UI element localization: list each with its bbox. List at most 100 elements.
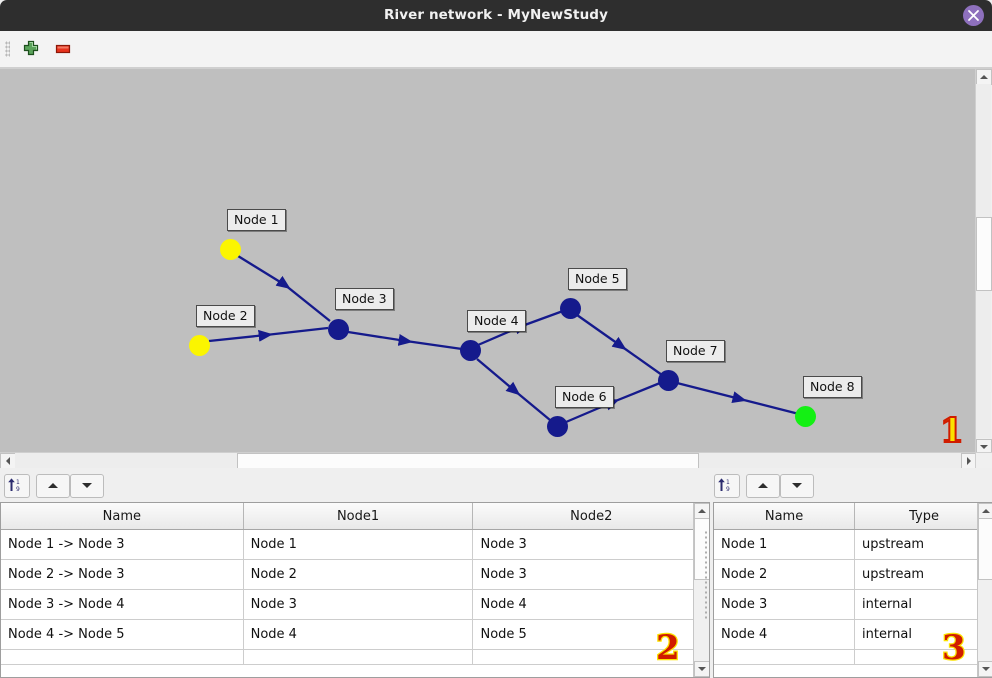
- graph-node-node3[interactable]: [328, 319, 349, 340]
- graph-node-label-node6[interactable]: Node 6: [555, 386, 614, 408]
- reaches-table[interactable]: Name Node1 Node2 Node 1 -> Node 3 Node 1…: [0, 502, 710, 678]
- add-node-button[interactable]: [21, 40, 41, 58]
- table-row[interactable]: Node 1 upstream: [714, 529, 992, 560]
- table-row[interactable]: Node 4 -> Node 5 Node 4 Node 5: [1, 619, 709, 650]
- annotation-marker-2: 2: [655, 628, 681, 668]
- node-type-cell[interactable]: internal: [854, 589, 992, 620]
- window-title: River network - MyNewStudy: [384, 7, 608, 23]
- reaches-col-node1[interactable]: Node1: [243, 503, 474, 530]
- graph-node-node8[interactable]: [795, 406, 816, 427]
- graph-node-node5[interactable]: [560, 298, 581, 319]
- node-type-cell[interactable]: upstream: [854, 559, 992, 590]
- node-name-cell[interactable]: Node 1: [714, 529, 856, 560]
- graph-node-label-node1[interactable]: Node 1: [227, 209, 286, 231]
- edge-node3-node4: [347, 330, 463, 351]
- table-row-empty[interactable]: [1, 649, 709, 665]
- reaches-table-grid: Name Node1 Node2 Node 1 -> Node 3 Node 1…: [1, 503, 709, 665]
- toolbar-grip[interactable]: [5, 41, 10, 57]
- network-canvas[interactable]: Node 1 Node 2 Node 3 Node 4 Node 5 Node …: [0, 68, 992, 469]
- table-row[interactable]: Node 4 internal: [714, 619, 992, 650]
- empty-cell: [243, 649, 474, 665]
- scroll-up-button[interactable]: [976, 69, 992, 85]
- nodes-move-up-button[interactable]: [746, 474, 780, 498]
- scroll-thumb-h[interactable]: [237, 453, 699, 469]
- edge-node5-node7: [576, 314, 663, 376]
- graph-node-node2[interactable]: [189, 335, 210, 356]
- empty-cell: [1, 649, 244, 665]
- table-row[interactable]: Node 1 -> Node 3 Node 1 Node 3: [1, 529, 709, 560]
- node-name-cell[interactable]: Node 4: [714, 619, 856, 650]
- empty-cell: [472, 649, 709, 665]
- reach-name-cell[interactable]: Node 1 -> Node 3: [1, 529, 244, 560]
- scroll-thumb[interactable]: [976, 217, 992, 291]
- reaches-move-up-button[interactable]: [36, 474, 70, 498]
- graph-node-label-node4[interactable]: Node 4: [467, 310, 526, 332]
- scroll-left-button[interactable]: [0, 453, 16, 469]
- table-row[interactable]: Node 2 upstream: [714, 559, 992, 590]
- close-button[interactable]: [963, 5, 984, 26]
- empty-cell: [854, 649, 992, 665]
- reach-node1-cell[interactable]: Node 4: [243, 619, 474, 650]
- graph-node-label-node2[interactable]: Node 2: [196, 305, 255, 327]
- node-type-cell[interactable]: internal: [854, 619, 992, 650]
- reach-node2-cell[interactable]: Node 4: [472, 589, 709, 620]
- reach-node2-cell[interactable]: Node 5: [472, 619, 709, 650]
- reaches-col-node2[interactable]: Node2: [472, 503, 709, 530]
- title-bar: River network - MyNewStudy: [0, 0, 992, 31]
- node-name-cell[interactable]: Node 3: [714, 589, 856, 620]
- graph-node-node4[interactable]: [460, 340, 481, 361]
- nodes-table-scrollbar[interactable]: [977, 503, 992, 677]
- main-toolbar: [0, 31, 992, 68]
- table-row[interactable]: Node 3 -> Node 4 Node 3 Node 4: [1, 589, 709, 620]
- nodes-col-type[interactable]: Type: [854, 503, 992, 530]
- scrollbar-corner: [975, 452, 992, 469]
- node-type-cell[interactable]: upstream: [854, 529, 992, 560]
- graph-node-node6[interactable]: [547, 416, 568, 437]
- reach-node1-cell[interactable]: Node 1: [243, 529, 474, 560]
- vertical-splitter[interactable]: [704, 530, 709, 620]
- canvas-horizontal-scrollbar[interactable]: [0, 452, 977, 469]
- empty-cell: [714, 649, 856, 665]
- svg-text:1: 1: [726, 479, 730, 486]
- nodes-scroll-thumb[interactable]: [978, 518, 992, 580]
- nodes-move-down-button[interactable]: [780, 474, 814, 498]
- nodes-col-name[interactable]: Name: [714, 503, 856, 530]
- reaches-move-down-button[interactable]: [70, 474, 104, 498]
- sort-ascending-icon: 1 9: [8, 478, 20, 493]
- reach-node2-cell[interactable]: Node 3: [472, 529, 709, 560]
- delete-node-button[interactable]: [53, 40, 73, 58]
- canvas-vertical-scrollbar[interactable]: [975, 69, 992, 455]
- reaches-sort-button[interactable]: 1 9: [4, 474, 30, 498]
- graph-node-node1[interactable]: [220, 239, 241, 260]
- reach-name-cell[interactable]: Node 4 -> Node 5: [1, 619, 244, 650]
- graph-node-label-node3[interactable]: Node 3: [335, 288, 394, 310]
- nodes-scroll-down-button[interactable]: [978, 661, 992, 677]
- node-name-cell[interactable]: Node 2: [714, 559, 856, 590]
- reach-node1-cell[interactable]: Node 3: [243, 589, 474, 620]
- sort-ascending-icon: 1 9: [718, 478, 730, 493]
- svg-text:1: 1: [16, 479, 20, 486]
- nodes-scroll-up-button[interactable]: [978, 503, 992, 519]
- edge-node2-node3: [208, 326, 329, 343]
- reaches-scroll-down-button[interactable]: [694, 661, 709, 677]
- reach-node2-cell[interactable]: Node 3: [472, 559, 709, 590]
- reaches-pane: 1 9 Name Node1 Node2: [0, 472, 710, 678]
- reach-node1-cell[interactable]: Node 2: [243, 559, 474, 590]
- reach-name-cell[interactable]: Node 2 -> Node 3: [1, 559, 244, 590]
- table-row[interactable]: Node 2 -> Node 3 Node 2 Node 3: [1, 559, 709, 590]
- nodes-pane: 1 9 Name Type: [712, 472, 992, 678]
- nodes-table[interactable]: Name Type Node 1 upstream Node 2 upstrea…: [713, 502, 992, 678]
- reaches-col-name[interactable]: Name: [1, 503, 244, 530]
- graph-node-label-node5[interactable]: Node 5: [568, 268, 627, 290]
- reaches-scroll-up-button[interactable]: [694, 503, 709, 519]
- table-row[interactable]: Node 3 internal: [714, 589, 992, 620]
- graph-node-node7[interactable]: [658, 370, 679, 391]
- table-row-empty[interactable]: [714, 649, 992, 665]
- reach-name-cell[interactable]: Node 3 -> Node 4: [1, 589, 244, 620]
- nodes-sort-button[interactable]: 1 9: [714, 474, 740, 498]
- graph-node-label-node8[interactable]: Node 8: [803, 376, 862, 398]
- edge-node1-node3: [237, 255, 331, 322]
- network-graph[interactable]: Node 1 Node 2 Node 3 Node 4 Node 5 Node …: [0, 69, 976, 453]
- graph-node-label-node7[interactable]: Node 7: [666, 340, 725, 362]
